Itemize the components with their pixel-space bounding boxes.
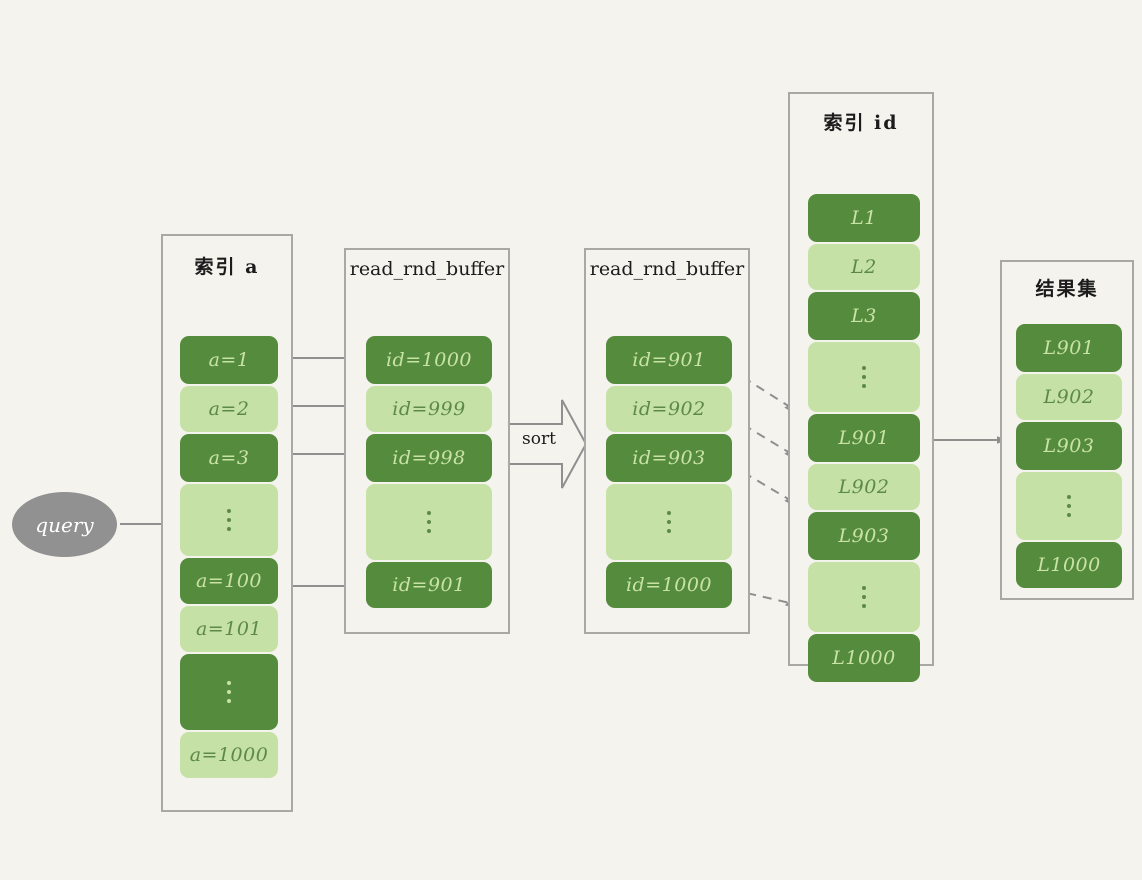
cell-result-set-0[interactable]: L901: [1016, 324, 1122, 372]
cell-index-id-4[interactable]: L901: [808, 414, 920, 462]
cell-index-a-7[interactable]: a=1000: [180, 732, 278, 778]
cell-label: L3: [851, 305, 877, 327]
cell-label: a=2: [208, 398, 250, 420]
query-label: query: [35, 512, 94, 537]
cell-index-id-6[interactable]: L903: [808, 512, 920, 560]
cell-label: id=1000: [385, 349, 472, 371]
cell-read-rnd-buffer-unsorted-0[interactable]: id=1000: [366, 336, 492, 384]
cell-index-a-3[interactable]: [180, 484, 278, 556]
cell-index-id-0[interactable]: L1: [808, 194, 920, 242]
cell-label: a=100: [195, 570, 262, 592]
column-title-index-id: 索引 id: [823, 112, 899, 134]
cell-label: L901: [838, 427, 890, 449]
cell-read-rnd-buffer-sorted-1[interactable]: id=902: [606, 386, 732, 432]
cell-label: a=3: [208, 447, 250, 469]
cell-result-set-1[interactable]: L902: [1016, 374, 1122, 420]
cell-label: id=902: [632, 398, 706, 420]
cell-label: a=1: [208, 349, 250, 371]
cell-label: L902: [838, 476, 890, 498]
cell-label: L903: [838, 525, 890, 547]
cell-label: id=1000: [625, 574, 712, 596]
cell-label: L1000: [832, 647, 896, 669]
cell-read-rnd-buffer-sorted-2[interactable]: id=903: [606, 434, 732, 482]
column-title-index-a: 索引 a: [194, 256, 260, 278]
cell-label: L901: [1043, 337, 1095, 359]
cell-index-a-0[interactable]: a=1: [180, 336, 278, 384]
cell-index-id-5[interactable]: L902: [808, 464, 920, 510]
cell-label: id=998: [392, 447, 466, 469]
cell-index-a-5[interactable]: a=101: [180, 606, 278, 652]
cell-read-rnd-buffer-sorted-0[interactable]: id=901: [606, 336, 732, 384]
cell-label: L1: [851, 207, 877, 229]
sort-arrow: sort: [505, 398, 587, 490]
cell-index-id-3[interactable]: [808, 342, 920, 412]
cell-label: L2: [851, 256, 877, 278]
cell-label: id=901: [632, 349, 706, 371]
cell-label: a=101: [195, 618, 262, 640]
cell-read-rnd-buffer-sorted-4[interactable]: id=1000: [606, 562, 732, 608]
sort-label: sort: [522, 429, 556, 449]
cell-read-rnd-buffer-sorted-3[interactable]: [606, 484, 732, 560]
ellipsis-icon: [227, 676, 231, 708]
cell-index-a-2[interactable]: a=3: [180, 434, 278, 482]
cell-read-rnd-buffer-unsorted-1[interactable]: id=999: [366, 386, 492, 432]
cell-read-rnd-buffer-unsorted-3[interactable]: [366, 484, 492, 560]
cell-label: L902: [1043, 386, 1095, 408]
column-title-read-rnd-buffer-unsorted: read_rnd_buffer: [349, 258, 505, 280]
ellipsis-icon: [862, 361, 866, 393]
query-node[interactable]: query: [12, 492, 117, 557]
cell-index-id-8[interactable]: L1000: [808, 634, 920, 682]
cell-result-set-4[interactable]: L1000: [1016, 542, 1122, 588]
cell-read-rnd-buffer-unsorted-2[interactable]: id=998: [366, 434, 492, 482]
cell-label: id=903: [632, 447, 706, 469]
column-index-a: 索引 a a=1 a=2 a=3 a=100 a=101 a=1000: [161, 234, 293, 812]
ellipsis-icon: [427, 506, 431, 538]
cell-result-set-3[interactable]: [1016, 472, 1122, 540]
column-title-result-set: 结果集: [1035, 278, 1099, 300]
cell-index-a-6[interactable]: [180, 654, 278, 730]
cell-index-id-2[interactable]: L3: [808, 292, 920, 340]
cell-read-rnd-buffer-unsorted-4[interactable]: id=901: [366, 562, 492, 608]
ellipsis-icon: [1067, 490, 1071, 522]
cell-index-a-1[interactable]: a=2: [180, 386, 278, 432]
cell-label: a=1000: [189, 744, 269, 766]
cell-result-set-2[interactable]: L903: [1016, 422, 1122, 470]
cell-label: id=901: [392, 574, 466, 596]
ellipsis-icon: [667, 506, 671, 538]
column-read-rnd-buffer-sorted: read_rnd_buffer id=901 id=902 id=903 id=1000: [584, 248, 750, 634]
column-read-rnd-buffer-unsorted: read_rnd_buffer id=1000 id=999 id=998 id=901: [344, 248, 510, 634]
cell-label: id=999: [392, 398, 466, 420]
cell-label: L1000: [1037, 554, 1101, 576]
cell-index-id-7[interactable]: [808, 562, 920, 632]
cell-index-a-4[interactable]: a=100: [180, 558, 278, 604]
ellipsis-icon: [227, 504, 231, 536]
cell-label: L903: [1043, 435, 1095, 457]
ellipsis-icon: [862, 581, 866, 613]
cell-index-id-1[interactable]: L2: [808, 244, 920, 290]
column-title-read-rnd-buffer-sorted: read_rnd_buffer: [589, 258, 745, 280]
